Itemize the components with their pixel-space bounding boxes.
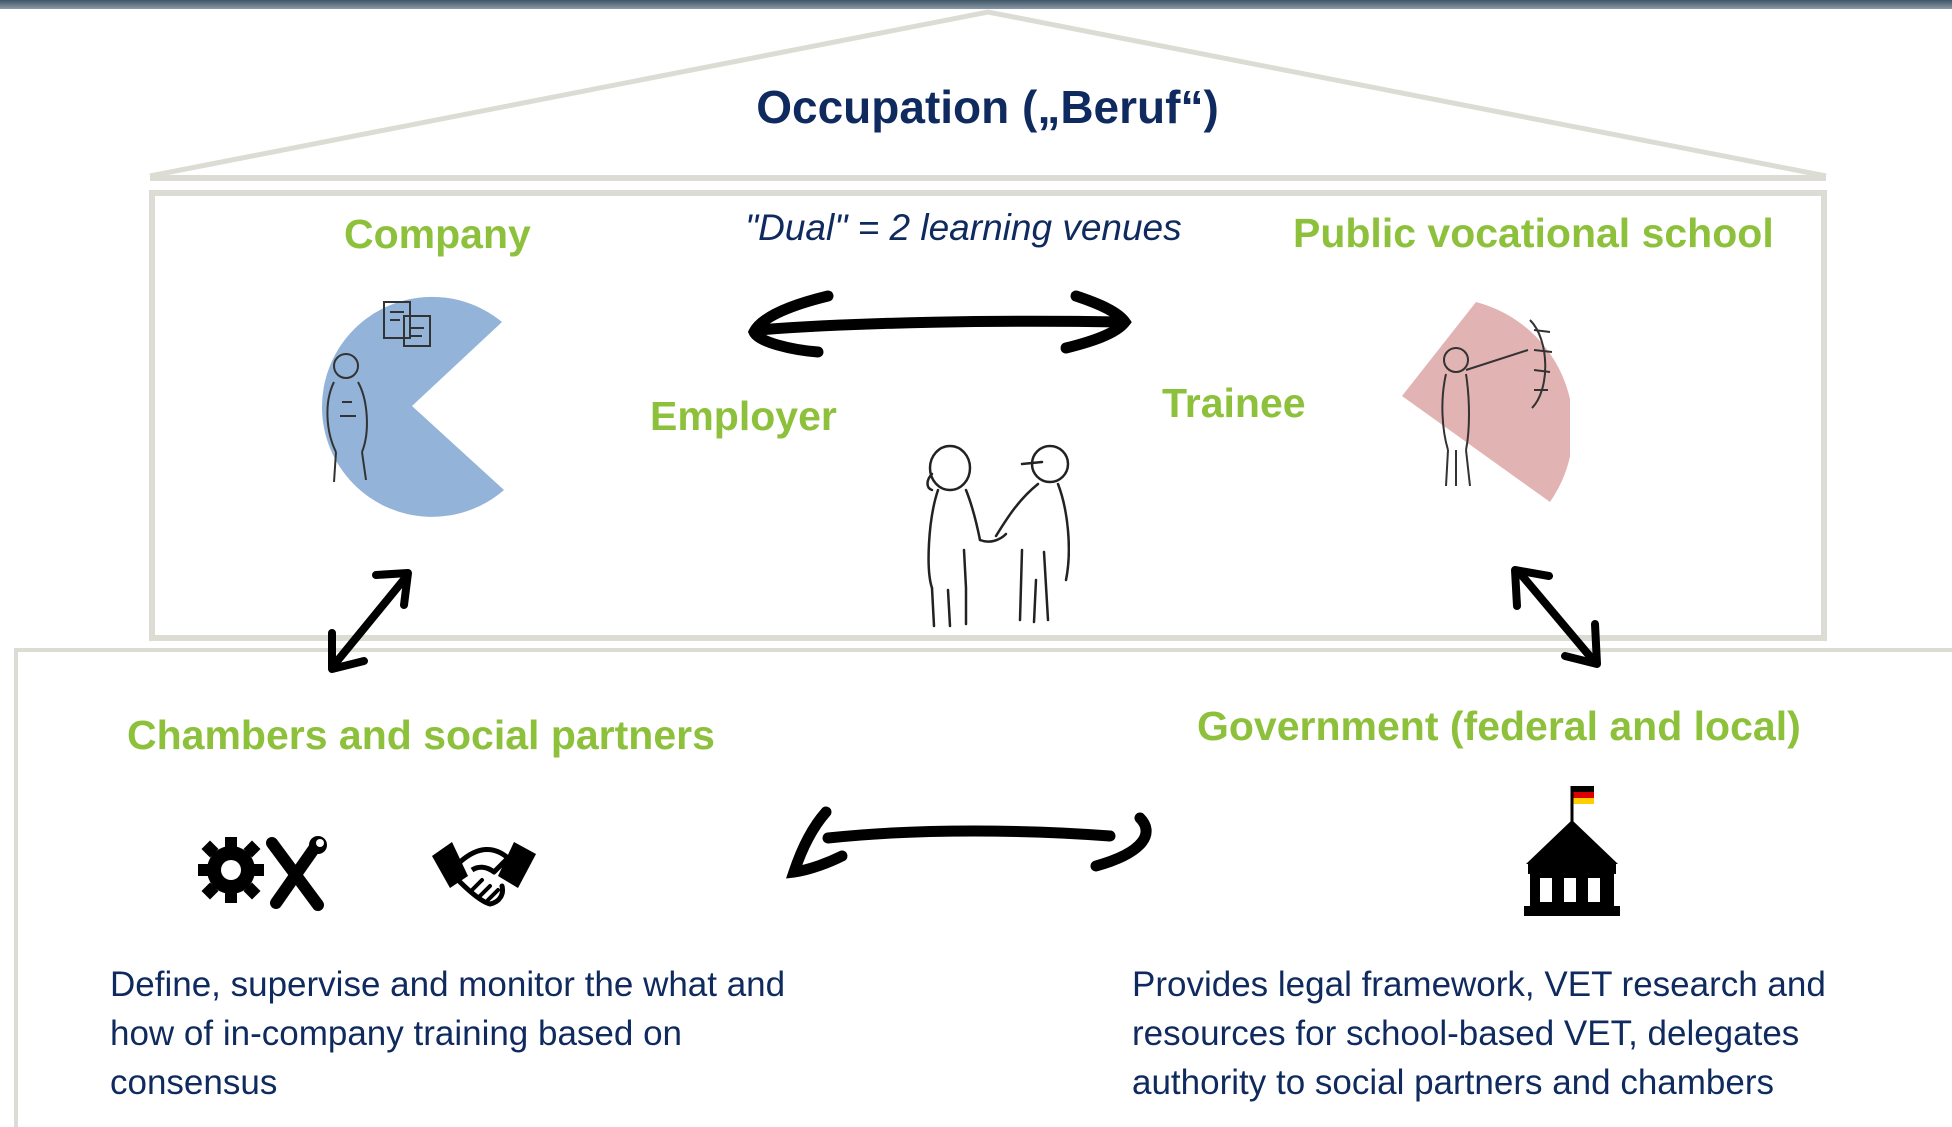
government-building-icon <box>1524 786 1620 916</box>
employer-label: Employer <box>650 393 837 439</box>
page-title: Occupation („Beruf“) <box>756 81 1219 133</box>
handshake-icon <box>432 842 536 907</box>
chambers-heading: Chambers and social partners <box>127 712 715 758</box>
gear-icon <box>198 837 264 903</box>
government-description: Provides legal framework, VET research a… <box>1132 965 1826 1102</box>
top-border <box>0 0 1952 9</box>
trainee-label: Trainee <box>1162 380 1306 426</box>
school-heading: Public vocational school <box>1293 210 1774 256</box>
company-heading: Company <box>344 211 531 257</box>
handshake-people-icon <box>926 444 1070 628</box>
partners-box <box>14 648 1952 1127</box>
chambers-description: Define, supervise and monitor the what a… <box>110 965 786 1102</box>
company-pacman-icon <box>321 296 504 517</box>
venues-box <box>149 190 1827 641</box>
dual-label: "Dual" = 2 learning venues <box>745 207 1182 248</box>
double-arrow-icon <box>786 806 1152 879</box>
wrench-screwdriver-icon <box>266 836 327 911</box>
double-arrow-icon <box>328 569 412 673</box>
double-arrow-icon <box>747 290 1132 358</box>
roof-outline <box>149 9 1827 179</box>
school-wedge-icon <box>1402 302 1570 502</box>
government-heading: Government (federal and local) <box>1197 703 1801 749</box>
double-arrow-icon <box>1511 566 1601 668</box>
